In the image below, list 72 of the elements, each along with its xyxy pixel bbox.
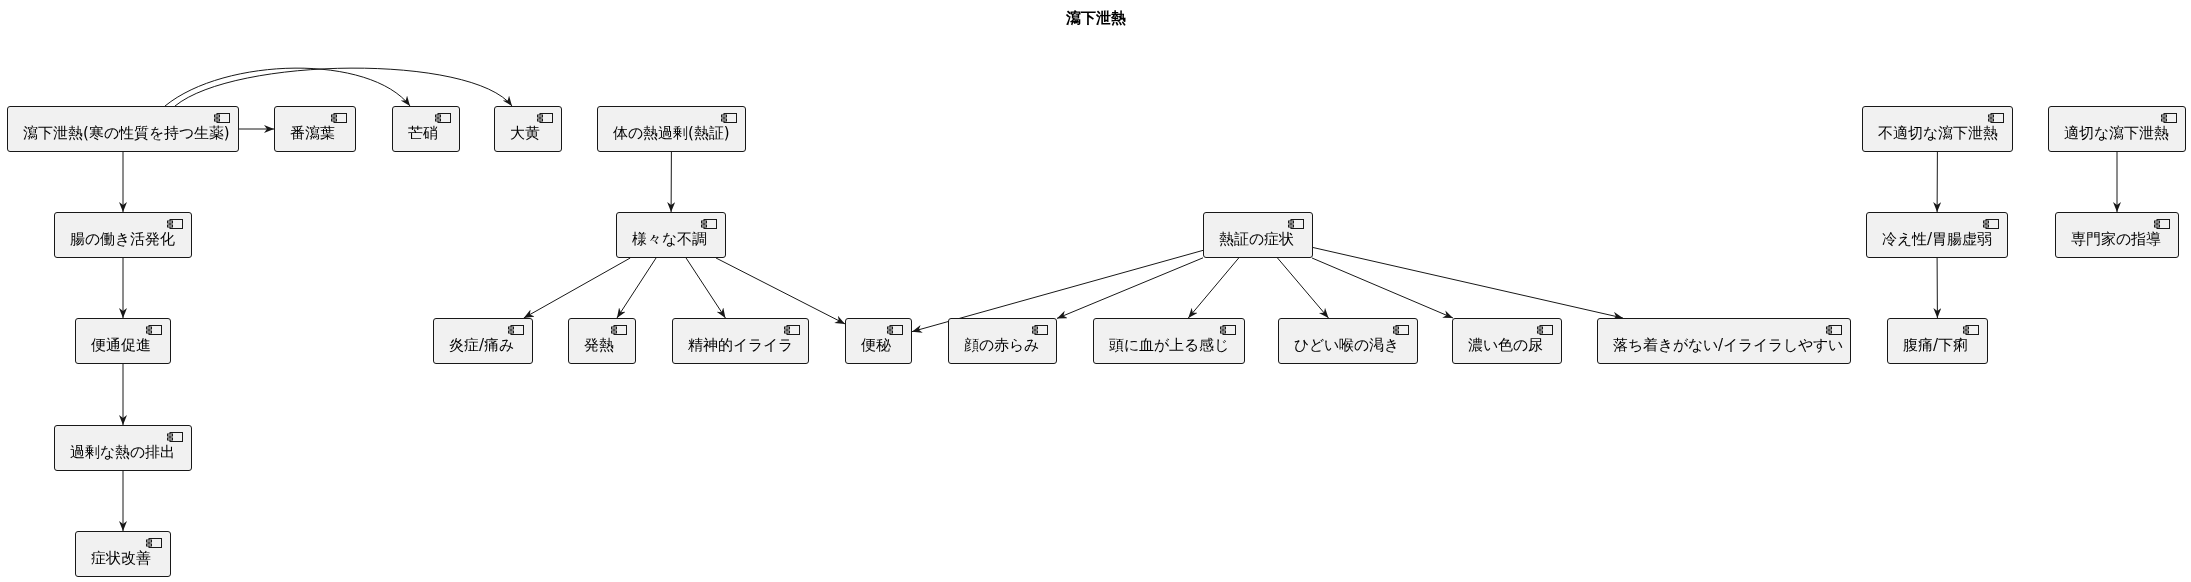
component-box bbox=[1452, 318, 1562, 364]
arrow bbox=[1187, 257, 1240, 319]
arrow bbox=[1277, 257, 1329, 319]
component-label: 瀉下泄熱(寒の性質を持つ生薬) bbox=[23, 123, 230, 143]
arrow bbox=[119, 470, 127, 532]
component-label: 便通促進 bbox=[91, 335, 151, 355]
component-box bbox=[1887, 318, 1988, 364]
component-box bbox=[845, 318, 912, 364]
component-box bbox=[948, 318, 1057, 364]
component-label: 適切な瀉下泄熱 bbox=[2064, 123, 2169, 143]
component-label: 落ち着きがない/イライラしやすい bbox=[1613, 335, 1844, 355]
component-box bbox=[7, 106, 239, 152]
component-box bbox=[1862, 106, 2013, 152]
component-box bbox=[597, 106, 746, 152]
arrow bbox=[616, 257, 657, 319]
component-label: 専門家の指導 bbox=[2071, 229, 2161, 249]
component-box bbox=[568, 318, 636, 364]
component-label: 過剰な熱の排出 bbox=[70, 442, 175, 462]
arrow bbox=[1312, 247, 1624, 320]
arrow bbox=[238, 125, 275, 133]
arrow bbox=[1933, 151, 1942, 213]
arrow bbox=[164, 67, 411, 107]
component-label: 不適切な瀉下泄熱 bbox=[1878, 123, 1998, 143]
component-label: 発熱 bbox=[584, 335, 614, 355]
component-label: 症状改善 bbox=[91, 548, 151, 568]
arrow bbox=[174, 67, 513, 107]
component-label: 腹痛/下痢 bbox=[1903, 335, 1969, 355]
arrow bbox=[1056, 257, 1204, 319]
component-box bbox=[433, 318, 533, 364]
component-label: 熱証の症状 bbox=[1219, 229, 1294, 249]
component-box bbox=[75, 318, 171, 364]
component-box bbox=[2055, 212, 2179, 258]
arrow bbox=[119, 151, 127, 213]
arrow bbox=[667, 151, 676, 213]
component-box bbox=[54, 212, 192, 258]
component-box bbox=[1093, 318, 1245, 364]
component-label: 番瀉葉 bbox=[290, 123, 335, 143]
component-box bbox=[75, 531, 171, 577]
arrow bbox=[685, 257, 726, 319]
component-box bbox=[616, 212, 726, 258]
component-label: 便秘 bbox=[861, 335, 891, 355]
arrow bbox=[2113, 151, 2121, 213]
component-label: 頭に血が上る感じ bbox=[1109, 335, 1229, 355]
component-box bbox=[1866, 212, 2008, 258]
arrow bbox=[1933, 257, 1942, 319]
component-box bbox=[672, 318, 809, 364]
component-label: 様々な不調 bbox=[632, 229, 707, 249]
component-box bbox=[2048, 106, 2186, 152]
component-box bbox=[392, 106, 460, 152]
diagram-title: 瀉下泄熱 bbox=[1065, 9, 1126, 27]
arrow bbox=[119, 257, 127, 319]
arrow bbox=[119, 363, 127, 426]
arrow bbox=[523, 257, 631, 319]
component-box bbox=[494, 106, 562, 152]
component-box bbox=[1203, 212, 1313, 258]
component-box bbox=[1278, 318, 1418, 364]
component-label: 精神的イライラ bbox=[688, 335, 793, 355]
arrow bbox=[1311, 257, 1454, 319]
component-label: 大黄 bbox=[510, 123, 540, 143]
component-label: 炎症/痛み bbox=[449, 335, 515, 355]
component-box bbox=[1597, 318, 1851, 364]
component-label: 腸の働き活発化 bbox=[70, 229, 175, 249]
arrow bbox=[911, 249, 1204, 333]
component-box bbox=[274, 106, 356, 152]
component-box bbox=[54, 425, 192, 471]
arrow bbox=[715, 257, 846, 325]
component-label: 体の熱過剰(熱証) bbox=[613, 123, 730, 143]
component-label: ひどい喉の渇き bbox=[1294, 335, 1399, 355]
component-label: 顔の赤らみ bbox=[964, 335, 1039, 355]
component-label: 芒硝 bbox=[408, 123, 438, 143]
component-label: 濃い色の尿 bbox=[1468, 335, 1543, 355]
component-label: 冷え性/胃腸虚弱 bbox=[1882, 229, 1993, 249]
